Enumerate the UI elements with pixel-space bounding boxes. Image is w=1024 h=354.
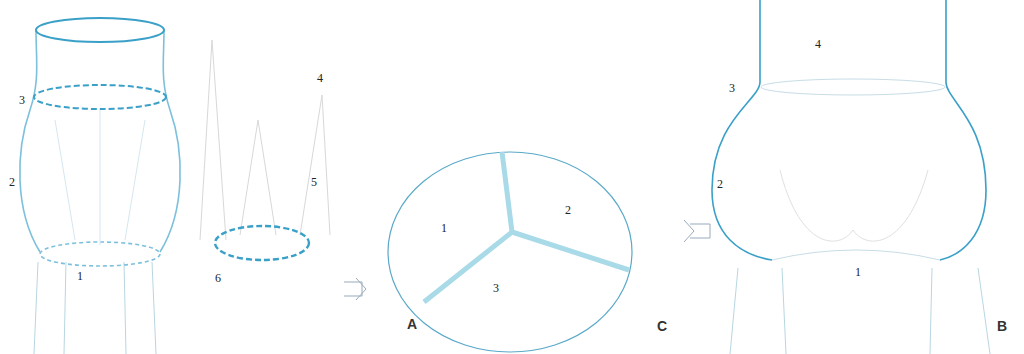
panel-letter: C (657, 319, 667, 333)
callout-number: 6 (215, 272, 221, 284)
callout-number: 3 (493, 282, 499, 294)
callout-number: 3 (19, 94, 25, 106)
callout-number: 4 (815, 38, 821, 50)
panel-letter: B (997, 319, 1007, 333)
callout-number: 2 (717, 178, 723, 190)
callout-number: 2 (9, 176, 15, 188)
callout-number: 3 (729, 82, 735, 94)
callout-number: 1 (77, 270, 83, 282)
callout-number: 4 (317, 72, 323, 84)
panel-letter: A (407, 317, 417, 331)
callout-number: 1 (441, 222, 447, 234)
callout-number: 2 (565, 204, 571, 216)
callout-number: 5 (311, 176, 317, 188)
callout-number: 1 (855, 266, 861, 278)
